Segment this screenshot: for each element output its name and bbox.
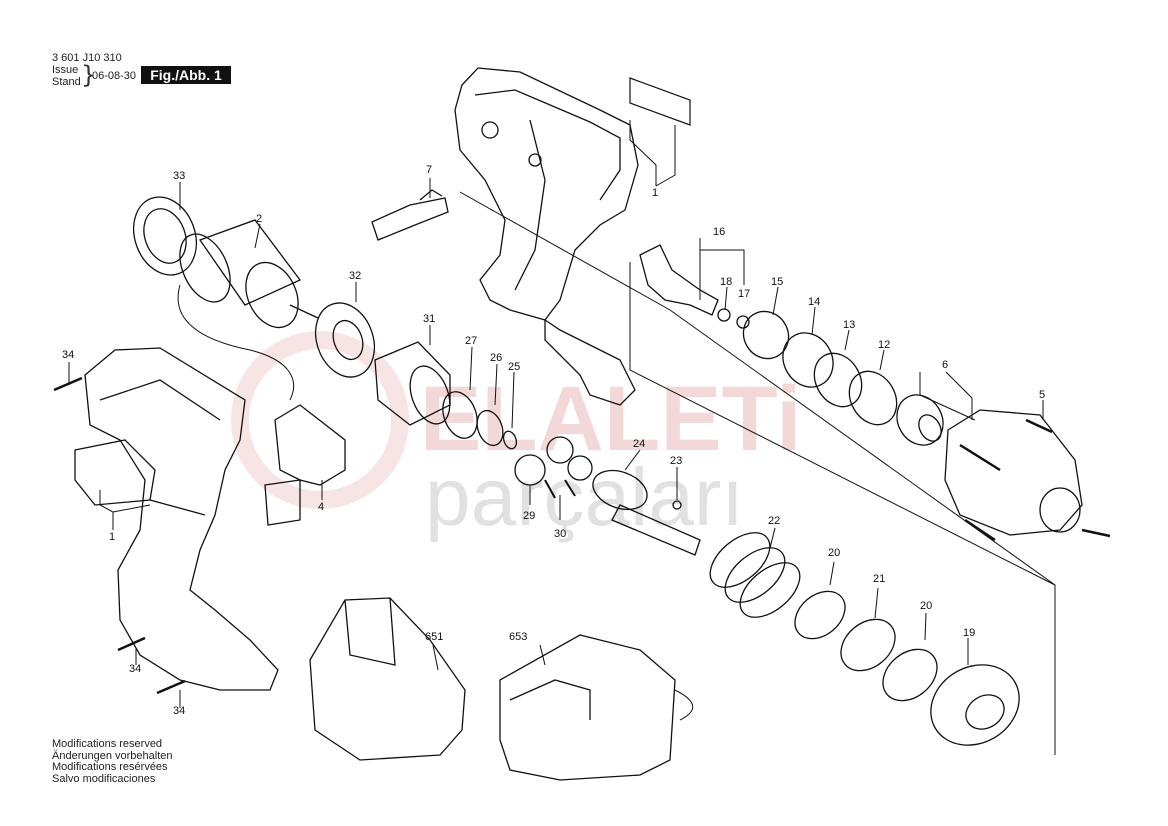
footer-line-fr: Modifications resérvées bbox=[52, 761, 168, 773]
switch-part bbox=[371, 189, 449, 241]
label-part-34a: 34 bbox=[62, 349, 74, 361]
part-labels: 1 1 2 4 5 6 7 12 13 14 15 16 17 18 19 20… bbox=[62, 164, 1045, 717]
o-ring-part-18 bbox=[717, 308, 731, 322]
screw-34a bbox=[53, 376, 83, 392]
anvil-part bbox=[639, 244, 719, 316]
ring-gear-housing-part bbox=[374, 341, 451, 426]
label-part-20a: 20 bbox=[828, 547, 840, 559]
label-part-1-left: 1 bbox=[109, 531, 115, 543]
screw-5a bbox=[1025, 418, 1053, 434]
issue-label: Issue bbox=[52, 64, 79, 76]
label-plate-part bbox=[629, 77, 691, 126]
thrust-bearing-part bbox=[840, 618, 896, 672]
figure-label: Fig./Abb. 1 bbox=[141, 66, 231, 84]
footer-line-es: Salvo modificaciones bbox=[52, 772, 156, 785]
label-part-16: 16 bbox=[713, 226, 725, 238]
label-part-5: 5 bbox=[1039, 389, 1045, 401]
footer-line-en: Modifications reserved bbox=[52, 738, 163, 750]
label-part-34c: 34 bbox=[173, 705, 185, 717]
label-part-23: 23 bbox=[670, 455, 682, 467]
battery-pack-part bbox=[309, 597, 466, 761]
screw-5d bbox=[1081, 528, 1111, 538]
screw-34b bbox=[117, 636, 146, 652]
spring-part bbox=[709, 532, 801, 618]
label-part-34b: 34 bbox=[129, 663, 141, 675]
washer-part-20b bbox=[882, 648, 938, 702]
label-part-29: 29 bbox=[523, 510, 535, 522]
trigger-switch-part bbox=[264, 404, 346, 526]
screw-5b bbox=[959, 443, 1001, 472]
label-part-24: 24 bbox=[633, 438, 645, 450]
label-part-30: 30 bbox=[554, 528, 566, 540]
screw-5c bbox=[964, 518, 996, 542]
motor-part bbox=[177, 219, 319, 401]
watermark-word1: ELALETi bbox=[420, 368, 802, 470]
label-part-14: 14 bbox=[808, 296, 820, 308]
stand-label: Stand bbox=[52, 76, 81, 88]
label-part-22: 22 bbox=[768, 515, 780, 527]
washer-part-15 bbox=[742, 310, 790, 360]
pin-part-2 bbox=[564, 479, 576, 497]
label-part-32: 32 bbox=[349, 270, 361, 282]
needle-bearing-part bbox=[782, 332, 834, 388]
ball-part bbox=[672, 500, 682, 510]
ring-part bbox=[133, 196, 197, 276]
label-part-4: 4 bbox=[318, 501, 324, 513]
label-part-7: 7 bbox=[426, 164, 432, 176]
footer-line-de: Änderungen vorbehalten bbox=[52, 749, 173, 762]
label-part-12: 12 bbox=[878, 339, 890, 351]
brace-icon: } bbox=[81, 61, 97, 89]
label-part-18: 18 bbox=[720, 276, 732, 288]
label-part-21: 21 bbox=[873, 573, 885, 585]
charger-part bbox=[499, 634, 693, 781]
label-part-33: 33 bbox=[173, 170, 185, 182]
watermark-word2: parçaları bbox=[425, 452, 744, 543]
pin-part bbox=[544, 479, 556, 499]
label-part-1-top: 1 bbox=[652, 187, 658, 199]
label-part-20b: 20 bbox=[920, 600, 932, 612]
footer-notes: Modifications reserved Änderungen vorbeh… bbox=[52, 738, 173, 785]
tool-body-part bbox=[74, 347, 279, 691]
label-part-25: 25 bbox=[508, 361, 520, 373]
screw-34c bbox=[156, 679, 186, 695]
watermark: ELALETi parçaları bbox=[231, 331, 802, 543]
watermark-gear-icon bbox=[231, 331, 409, 509]
label-part-15: 15 bbox=[771, 276, 783, 288]
bushing-part bbox=[896, 394, 944, 446]
gear-ring-part bbox=[315, 302, 375, 378]
hammer-housing-part bbox=[944, 409, 1083, 536]
spindle-part bbox=[592, 469, 701, 556]
retaining-ring-part bbox=[736, 315, 750, 329]
housing-half-part bbox=[454, 67, 639, 406]
label-part-2: 2 bbox=[256, 213, 262, 225]
leader-lines bbox=[68, 120, 1056, 755]
washer-part bbox=[476, 409, 504, 447]
label-part-653: 653 bbox=[509, 631, 527, 643]
o-ring-part bbox=[502, 430, 518, 450]
label-part-17: 17 bbox=[738, 288, 750, 300]
label-part-27: 27 bbox=[465, 335, 477, 347]
issue-date: 06-08-30 bbox=[92, 70, 137, 82]
washer-part-12 bbox=[848, 370, 898, 426]
label-part-26: 26 bbox=[490, 352, 502, 364]
label-part-6: 6 bbox=[942, 359, 948, 371]
document-number: 3 601 J10 310 bbox=[52, 52, 122, 64]
bearing-part bbox=[442, 391, 478, 439]
label-part-13: 13 bbox=[843, 319, 855, 331]
label-part-19: 19 bbox=[963, 627, 975, 639]
hammer-part bbox=[930, 664, 1020, 746]
label-part-31: 31 bbox=[423, 313, 435, 325]
washer-part-20a bbox=[794, 590, 846, 640]
washer-part-13 bbox=[813, 352, 863, 408]
label-part-651: 651 bbox=[425, 631, 443, 643]
